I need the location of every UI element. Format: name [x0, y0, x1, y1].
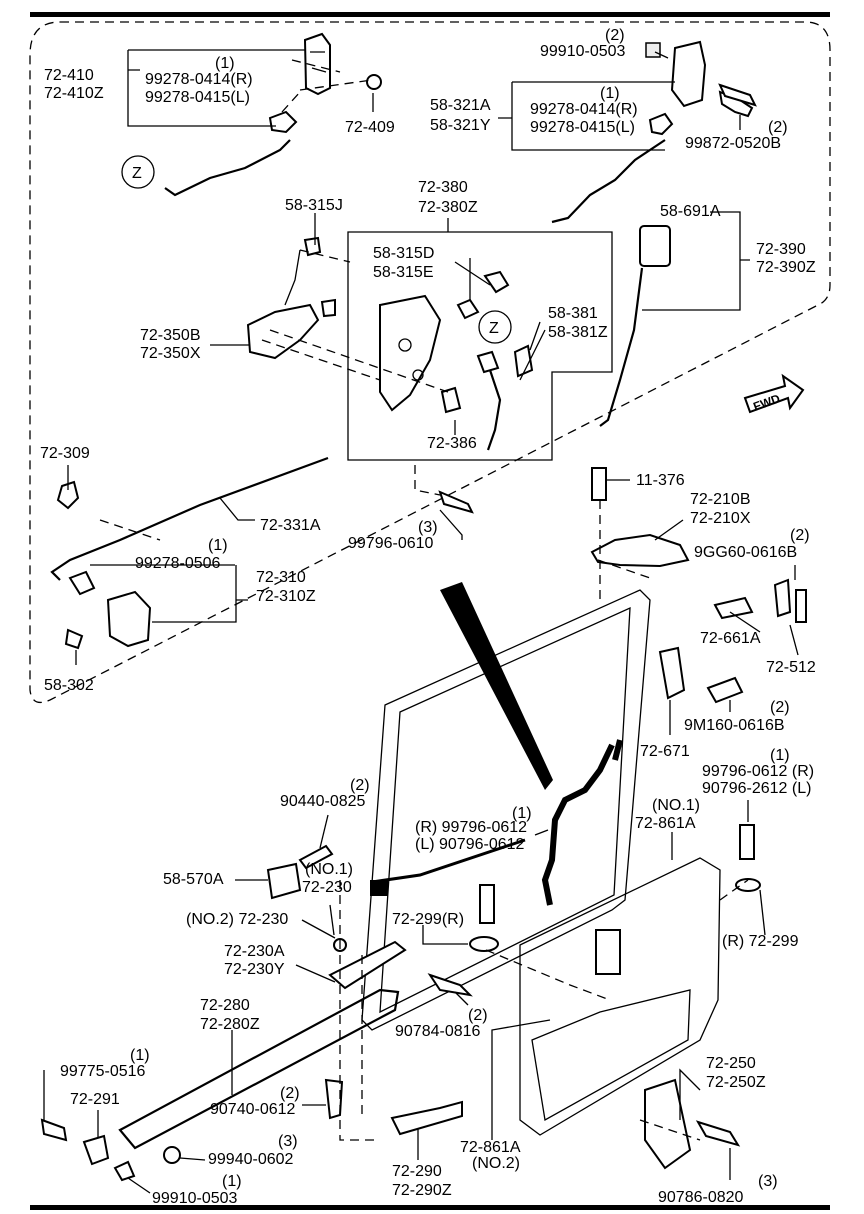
leader-lines: [43, 49, 799, 1194]
callout-label: (1)99775-0516: [60, 1047, 150, 1080]
circle-marker-z-lower: Z: [478, 310, 512, 344]
callout-label: 72-299(R): [392, 911, 464, 928]
callout-label: 72-291: [70, 1091, 120, 1108]
callout-label: 72-661A: [700, 630, 761, 647]
circle-letter-icon: [121, 155, 155, 189]
callout-label: (R) 72-299: [722, 933, 799, 950]
callout-label: (1)99796-0612 (R)90796-2612 (L): [702, 747, 814, 797]
callout-label: 72-386: [427, 435, 477, 452]
callout-label: (2)9M160-0616B: [684, 699, 790, 734]
callout-label: 58-315J: [285, 197, 343, 214]
callout-label: 72-861A(NO.2): [460, 1139, 521, 1172]
circle-marker-label: Z: [489, 320, 499, 337]
circle-marker-z-upper: Z: [121, 155, 155, 189]
callout-label: (NO.1)72-230: [302, 861, 353, 896]
callout-label: 72-512: [766, 659, 816, 676]
callout-label: (2)90740-0612: [210, 1085, 300, 1118]
callout-label: (2)9GG60-0616B: [694, 527, 810, 561]
callout-label: (3)99940-0602: [208, 1133, 298, 1168]
callout-label: 72-409: [345, 119, 395, 136]
callout-label: (NO.1)72-861A: [635, 797, 700, 832]
callout-label: (NO.2) 72-230: [186, 911, 288, 928]
circle-marker-label: Z: [132, 165, 142, 182]
callout-label: 58-302: [44, 677, 94, 694]
callout-label: 58-570A: [163, 871, 224, 888]
callout-label: 58-691A: [660, 203, 721, 220]
callout-label: (1)99910-0503: [152, 1173, 242, 1207]
fwd-arrow-icon: FWD: [743, 373, 805, 414]
callout-label: (1)99278-0414(R)99278-0415(L): [530, 85, 638, 136]
callout-label: 72-671: [640, 743, 690, 760]
callout-label: 72-331A: [260, 517, 321, 534]
callout-label: (1)(R) 99796-0612(L) 90796-0612: [415, 805, 532, 853]
top-border: [30, 12, 830, 17]
bottom-border: [30, 1205, 830, 1210]
circle-letter-icon: [478, 310, 512, 344]
callout-label: (2)90440-0825: [280, 777, 370, 810]
callout-label: (2)99872-0520B: [685, 119, 788, 152]
parts-artwork: [40, 32, 807, 1182]
callout-label: (2)90784-0816: [395, 1007, 488, 1040]
callout-label: (2)99910-0503: [540, 27, 626, 60]
subassembly-outline: [29, 21, 831, 704]
callout-label: (3)99796-0610: [348, 519, 438, 552]
callout-label: 72-309: [40, 445, 90, 462]
callout-label: 11-376: [636, 472, 685, 489]
callout-label: (3)90786-0820: [658, 1173, 778, 1206]
callout-label: (1)99278-0506: [135, 537, 228, 572]
callout-label: (1)99278-0414(R)99278-0415(L): [145, 55, 253, 106]
